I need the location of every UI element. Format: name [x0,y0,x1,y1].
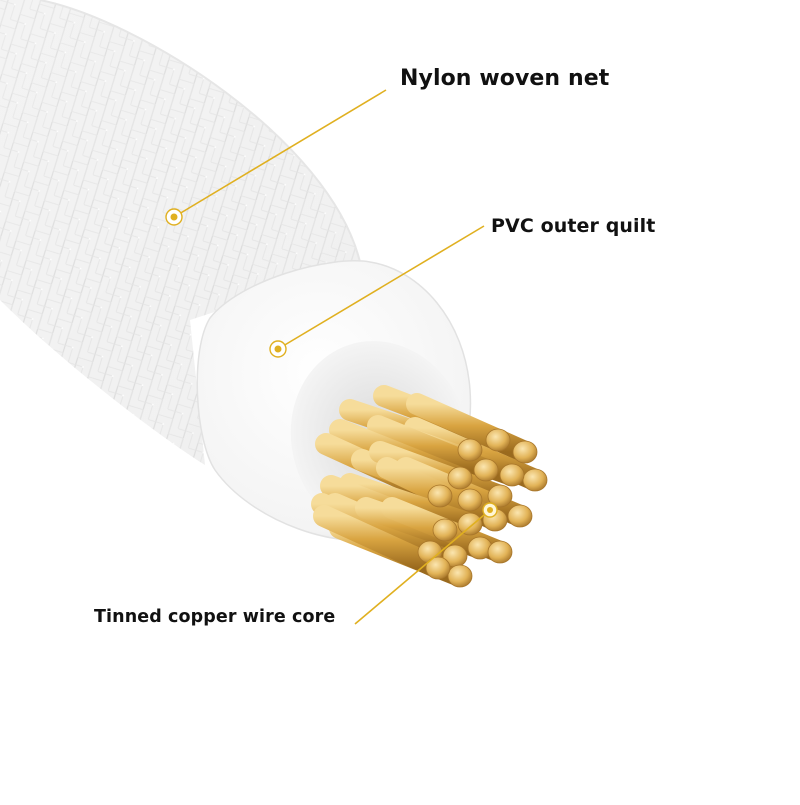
leader-line-pvc [277,225,485,350]
copper-strand-end [473,458,499,482]
copper-strand-end [487,484,513,508]
copper-strand-end [485,428,511,452]
marker-dot-pvc [269,340,287,358]
copper-strand-end [512,440,538,464]
leader-lines [165,89,498,625]
copper-strand-end [507,504,533,528]
marker-dot-core [482,502,498,518]
copper-strand-end [457,488,483,512]
copper-strand-end [427,484,453,508]
copper-strand-end [522,468,548,492]
copper-strand-end [499,463,525,487]
copper-strand-end [447,564,473,588]
copper-strand-end [457,512,483,536]
nylon-braid-jacket [0,0,361,465]
copper-strand [313,505,449,579]
copper-strand-end [457,438,483,462]
leader-line-nylon [173,89,387,218]
label-tinned-copper-wire-core: Tinned copper wire core [94,607,336,627]
copper-strands [311,385,548,588]
label-pvc-outer-quilt: PVC outer quilt [491,215,656,237]
copper-strand [367,415,497,481]
copper-strand-end [487,540,513,564]
leader-line-core [354,509,491,625]
copper-strand-end [425,556,451,580]
label-nylon-woven-net: Nylon woven net [400,66,610,91]
copper-strand-end [447,466,473,490]
copper-strand-end [432,518,458,542]
marker-dot-nylon [165,208,183,226]
